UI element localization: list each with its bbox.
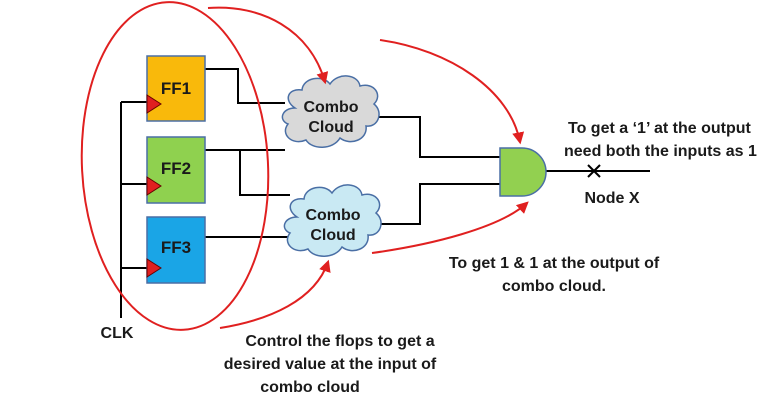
node-x-marker bbox=[587, 164, 601, 178]
ff2-label: FF2 bbox=[161, 159, 191, 178]
ff3-label: FF3 bbox=[161, 238, 191, 257]
bottom-cloud-line2: Cloud bbox=[310, 227, 355, 244]
ff2-to-bottom-cloud-wire bbox=[239, 150, 290, 196]
cloud-output-note-line1: To get 1 & 1 at the output of bbox=[449, 255, 660, 272]
wires bbox=[120, 68, 650, 318]
bottom-cloud-shape bbox=[283, 184, 382, 257]
top-cloud-shape bbox=[281, 75, 380, 148]
ff2-body bbox=[146, 136, 206, 204]
top-cloud-line1: Combo bbox=[303, 99, 358, 116]
flop-control-note-line3: combo cloud bbox=[260, 379, 360, 396]
flop-ff2: FF2 bbox=[146, 136, 206, 204]
cloud-output-note-line2: combo cloud. bbox=[502, 278, 606, 295]
flop-control-note-line1: Control the flops to get a bbox=[245, 333, 434, 350]
ff2-clock-triangle bbox=[146, 176, 162, 196]
arrow-from-cloud-to-gate bbox=[371, 201, 529, 254]
clk-label: CLK bbox=[101, 325, 134, 342]
ff1-body bbox=[146, 55, 206, 122]
ff1-to-top-cloud-wire bbox=[205, 68, 285, 104]
ff1-clock-triangle bbox=[146, 94, 162, 114]
top-cloud-to-gate-wire bbox=[378, 116, 500, 158]
output-note-line2: need both the inputs as 1 bbox=[564, 143, 757, 160]
arrow-to-top-cloud bbox=[207, 6, 329, 85]
node-x-label: Node X bbox=[584, 190, 639, 207]
flops-highlight-ellipse bbox=[80, 1, 270, 331]
flop-control-note-line2: desired value at the input of bbox=[224, 356, 437, 373]
combo-cloud-top: Combo Cloud bbox=[281, 75, 380, 148]
top-cloud-line2: Cloud bbox=[308, 119, 353, 136]
ff3-clock-triangle bbox=[146, 258, 162, 278]
ff3-body bbox=[146, 216, 206, 284]
red-annotations bbox=[80, 1, 529, 331]
flop-ff1: FF1 bbox=[146, 55, 206, 122]
bottom-cloud-line1: Combo bbox=[305, 207, 360, 224]
bottom-cloud-to-gate-wire bbox=[378, 183, 500, 225]
output-note-line1: To get a ‘1’ at the output bbox=[568, 120, 751, 137]
combo-cloud-bottom: Combo Cloud bbox=[283, 184, 382, 257]
and-gate bbox=[499, 147, 547, 197]
arrow-control-to-bottom-cloud bbox=[219, 259, 331, 329]
arrow-to-gate bbox=[379, 39, 525, 145]
ff1-label: FF1 bbox=[161, 79, 191, 98]
flop-ff3: FF3 bbox=[146, 216, 206, 284]
